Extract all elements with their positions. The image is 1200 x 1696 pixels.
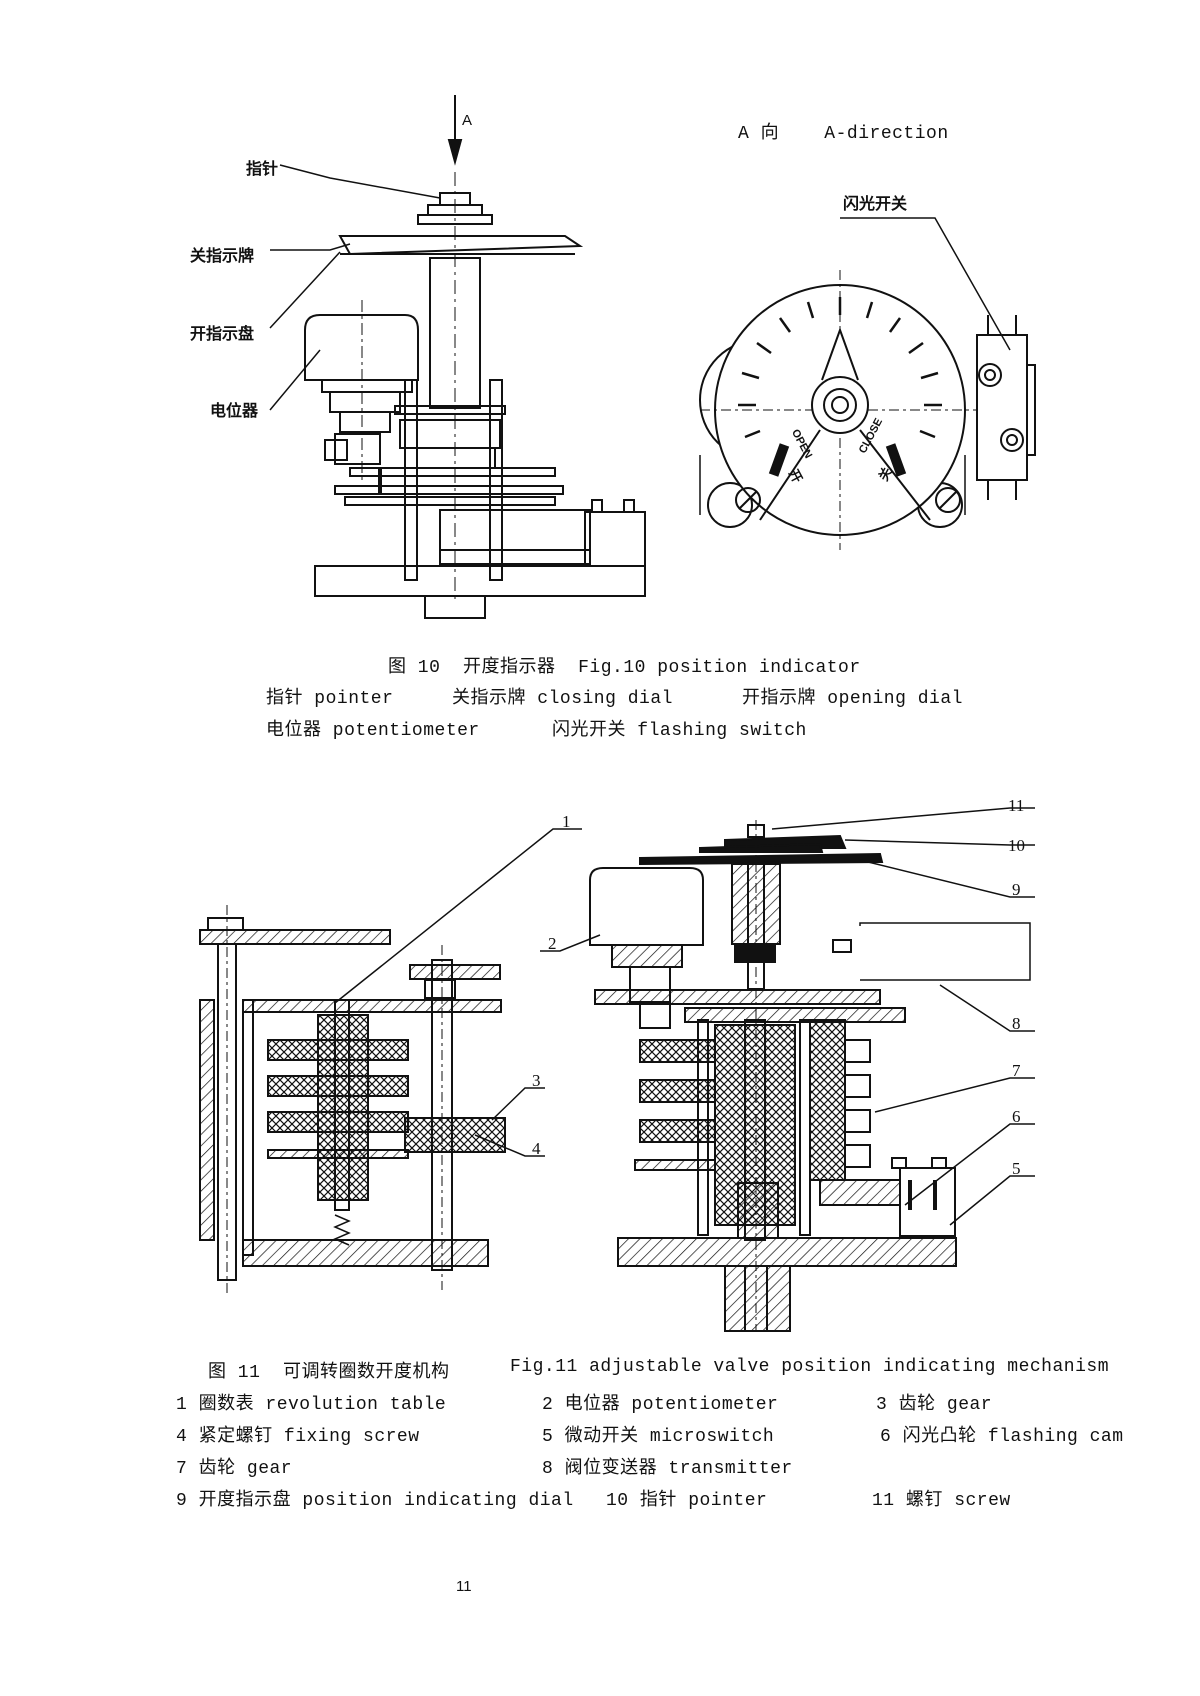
fig10-legend-pointer: 指针 pointer (266, 689, 394, 709)
fig11-legend-4: 4 紧定螺钉 fixing screw (176, 1427, 420, 1447)
callout-3: 3 (532, 1071, 541, 1090)
callout-11: 11 (1008, 796, 1025, 815)
fig10-legend-flashing-switch: 闪光开关 flashing switch (552, 721, 807, 741)
fig11-caption-cn: 图 11 可调转圈数开度机构 (208, 1363, 450, 1383)
page-number: 11 (456, 1578, 472, 1595)
label-opening-dial: 开指示盘 (190, 324, 255, 343)
fig11-legend-6: 6 闪光凸轮 flashing cam (880, 1427, 1124, 1447)
callout-5: 5 (1012, 1159, 1021, 1178)
arrow-a-label: A (462, 112, 473, 129)
a-direction-label: A 向 A-direction (738, 124, 949, 144)
label-closing-dial: 关指示牌 (190, 246, 255, 265)
callout-1: 1 (562, 812, 571, 831)
fig10-legend-opening-dial: 开指示牌 opening dial (742, 689, 963, 709)
fig11-legend-5: 5 微动开关 microswitch (542, 1427, 775, 1447)
fig11-legend-8: 8 阀位变送器 transmitter (542, 1459, 793, 1479)
callout-4: 4 (532, 1139, 541, 1158)
fig11-legend-7: 7 齿轮 gear (176, 1459, 293, 1479)
label-flashing-switch: 闪光开关 (843, 194, 908, 213)
fig10-legend-closing-dial: 关指示牌 closing dial (452, 689, 673, 709)
callout-7: 7 (1012, 1061, 1021, 1080)
fig10-caption: 图 10 开度指示器 Fig.10 position indicator (388, 658, 861, 678)
callout-6: 6 (1012, 1107, 1021, 1126)
fig10-dial-view (699, 217, 1036, 550)
callout-8: 8 (1012, 1014, 1021, 1033)
fig11-legend-3: 3 齿轮 gear (876, 1395, 993, 1415)
fig11-caption-en: Fig.11 adjustable valve position indicat… (510, 1357, 1109, 1377)
label-pointer: 指针 (246, 159, 279, 178)
fig11-legend-2: 2 电位器 potentiometer (542, 1395, 779, 1415)
fig11-right-view (540, 807, 1035, 1332)
callout-10: 10 (1008, 836, 1025, 855)
fig11-legend-1: 1 圈数表 revolution table (176, 1395, 447, 1415)
fig11-legend-11: 11 螺钉 screw (872, 1491, 1011, 1511)
fig11-legend-10: 10 指针 pointer (606, 1491, 768, 1511)
fig11-legend-9: 9 开度指示盘 position indicating dial (176, 1491, 574, 1511)
callout-2: 2 (548, 934, 557, 953)
callout-9: 9 (1012, 880, 1021, 899)
label-potentiometer: 电位器 (210, 401, 259, 420)
fig11-left-view (199, 828, 582, 1295)
fig10-legend-potentiometer: 电位器 potentiometer (266, 721, 480, 741)
fig10-side-view (269, 95, 646, 619)
